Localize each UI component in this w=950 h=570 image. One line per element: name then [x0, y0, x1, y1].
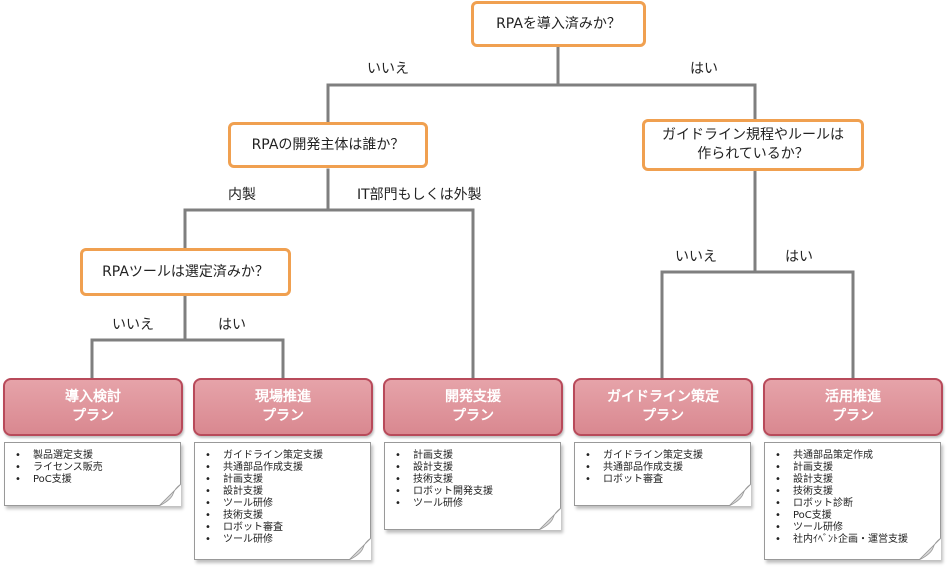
service-item: 共通部品作成支援 — [199, 462, 366, 474]
service-item: ライセンス販売 — [9, 462, 176, 474]
service-item: 共通部品作成支援 — [579, 462, 746, 474]
label-q1-no: いいえ — [367, 61, 409, 77]
label-q2-inhouse: 内製 — [228, 187, 256, 203]
service-list: 計画支援 設計支援 技術支援 ロボット開発支援 ツール研修 — [389, 450, 556, 510]
note-development-support: 計画支援 設計支援 技術支援 ロボット開発支援 ツール研修 — [384, 442, 561, 530]
question-rpa-introduced: RPAを導入済みか？ — [471, 1, 646, 47]
service-item: PoC支援 — [9, 474, 176, 486]
label-q2-outsource: IT部門もしくは外製 — [357, 187, 482, 203]
service-list: 製品選定支援 ライセンス販売 PoC支援 — [9, 450, 176, 486]
service-item: 設計支援 — [769, 474, 936, 486]
service-item: 計画支援 — [199, 474, 366, 486]
service-list: ガイドライン策定支援 共通部品作成支援 計画支援 設計支援 ツール研修 技術支援… — [199, 450, 366, 546]
service-item: PoC支援 — [769, 510, 936, 522]
label-q4-no: いいえ — [112, 317, 154, 333]
label-q1-yes: はい — [690, 61, 718, 77]
page-curl-icon — [349, 538, 371, 560]
service-item: ツール研修 — [199, 534, 366, 546]
plan-subtitle: プラン — [832, 408, 874, 424]
plan-field-promotion: 現場推進 プラン — [193, 378, 373, 436]
service-item: 計画支援 — [389, 450, 556, 462]
note-guideline-creation: ガイドライン策定支援 共通部品作成支援 ロボット審査 — [574, 442, 751, 506]
service-list: ガイドライン策定支援 共通部品作成支援 ロボット審査 — [579, 450, 746, 486]
service-item: ツール研修 — [199, 498, 366, 510]
plan-subtitle: プラン — [452, 408, 494, 424]
page-curl-icon — [539, 508, 561, 530]
question-rpa-tool-selected: RPAツールは選定済みか？ — [80, 248, 291, 296]
plan-guideline-creation: ガイドライン策定 プラン — [573, 378, 753, 436]
service-item: ロボット審査 — [579, 474, 746, 486]
service-item: ガイドライン策定支援 — [579, 450, 746, 462]
note-introduction-study: 製品選定支援 ライセンス販売 PoC支援 — [4, 442, 181, 506]
service-item: ロボット診断 — [769, 498, 936, 510]
service-item: 共通部品策定作成 — [769, 450, 936, 462]
service-item: 技術支援 — [389, 474, 556, 486]
plan-title: ガイドライン策定 — [607, 389, 719, 405]
plan-title: 現場推進 — [255, 389, 311, 405]
label-q3-no: いいえ — [675, 249, 717, 265]
page-curl-icon — [729, 484, 751, 506]
service-list: 共通部品策定作成 計画支援 設計支援 技術支援 ロボット診断 PoC支援 ツール… — [769, 450, 936, 546]
service-item: 設計支援 — [199, 486, 366, 498]
service-item: ツール研修 — [769, 522, 936, 534]
page-curl-icon — [919, 538, 941, 560]
plan-title: 開発支援 — [445, 389, 501, 405]
service-item: 製品選定支援 — [9, 450, 176, 462]
question-development-owner: RPAの開発主体は誰か？ — [228, 122, 428, 168]
page-curl-icon — [159, 484, 181, 506]
service-item: 社内ｲﾍﾞﾝﾄ企画・運営支援 — [769, 534, 936, 546]
service-item: ロボット開発支援 — [389, 486, 556, 498]
label-q4-yes: はい — [218, 317, 246, 333]
label-q3-yes: はい — [785, 249, 813, 265]
service-item: ツール研修 — [389, 498, 556, 510]
plan-development-support: 開発支援 プラン — [383, 378, 563, 436]
service-item: 技術支援 — [199, 510, 366, 522]
service-item: ロボット審査 — [199, 522, 366, 534]
note-utilization-promotion: 共通部品策定作成 計画支援 設計支援 技術支援 ロボット診断 PoC支援 ツール… — [764, 442, 941, 560]
service-item: 技術支援 — [769, 486, 936, 498]
plan-subtitle: プラン — [262, 408, 304, 424]
plan-title: 導入検討 — [65, 389, 121, 405]
service-item: 設計支援 — [389, 462, 556, 474]
note-field-promotion: ガイドライン策定支援 共通部品作成支援 計画支援 設計支援 ツール研修 技術支援… — [194, 442, 371, 560]
plan-title: 活用推進 — [825, 389, 881, 405]
service-item: 計画支援 — [769, 462, 936, 474]
plan-subtitle: プラン — [642, 408, 684, 424]
question-guideline-exists: ガイドライン規程やルールは 作られているか？ — [642, 119, 864, 171]
service-item: ガイドライン策定支援 — [199, 450, 366, 462]
plan-utilization-promotion: 活用推進 プラン — [763, 378, 943, 436]
plan-subtitle: プラン — [72, 408, 114, 424]
plan-introduction-study: 導入検討 プラン — [3, 378, 183, 436]
